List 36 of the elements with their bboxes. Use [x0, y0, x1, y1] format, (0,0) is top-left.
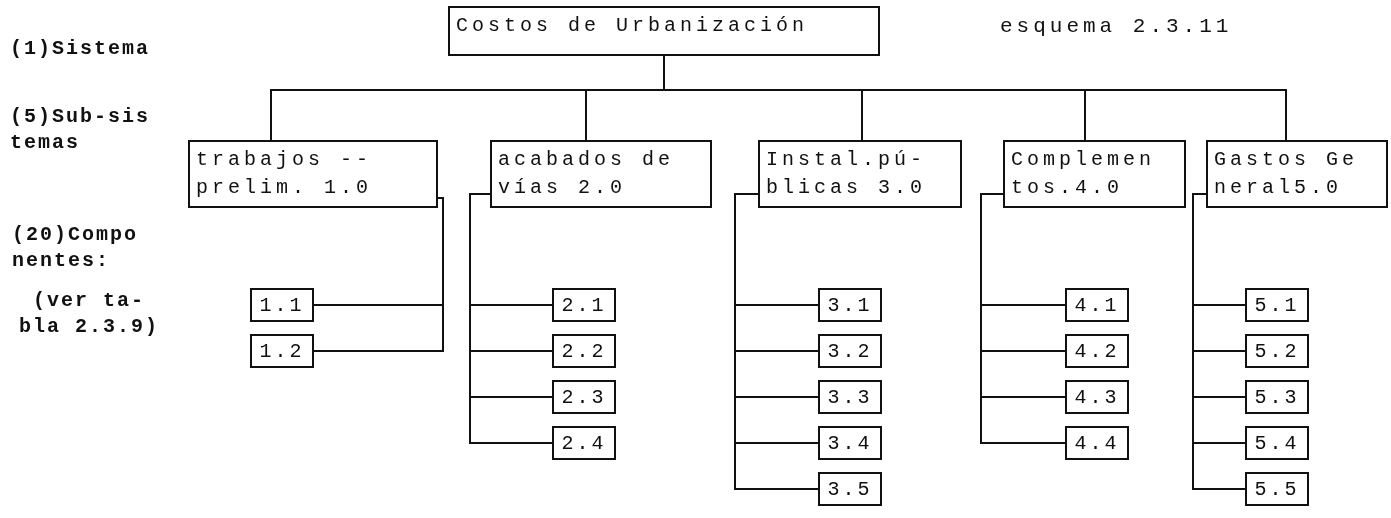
component-box: 2.3 — [552, 380, 616, 414]
component-box: 3.2 — [818, 334, 882, 368]
component-box: 4.2 — [1065, 334, 1129, 368]
connector-line — [469, 193, 553, 444]
component-box: 4.3 — [1065, 380, 1129, 414]
connector-line — [313, 197, 444, 352]
component-box: 1.1 — [250, 288, 314, 322]
component-box: 1.2 — [250, 334, 314, 368]
component-box: 4.1 — [1065, 288, 1129, 322]
system-box: Costos de Urbanización — [448, 6, 880, 56]
note: esquema 2.3.11 — [1000, 14, 1234, 40]
note: (ver ta- bla 2.3.9) — [18, 288, 160, 340]
connector-line — [980, 193, 1066, 444]
level-label: (5)Sub-sis temas — [10, 104, 152, 156]
component-box: 5.3 — [1245, 380, 1309, 414]
component-box: 2.2 — [552, 334, 616, 368]
component-box: 3.5 — [818, 472, 882, 506]
level-label: (20)Compo nentes: — [12, 222, 140, 274]
subsystem-box: Gastos Ge neral5.0 — [1206, 140, 1388, 208]
component-box: 3.1 — [818, 288, 882, 322]
subsystem-box: trabajos -- prelim. 1.0 — [188, 140, 438, 208]
connector-line — [734, 193, 819, 490]
subsystem-box: Instal.pú- blicas 3.0 — [758, 140, 962, 208]
connector-line — [1192, 193, 1246, 490]
subsystem-box: Complemen tos.4.0 — [1003, 140, 1186, 208]
component-box: 2.4 — [552, 426, 616, 460]
component-box: 3.3 — [818, 380, 882, 414]
component-box: 5.5 — [1245, 472, 1309, 506]
component-box: 4.4 — [1065, 426, 1129, 460]
component-box: 5.4 — [1245, 426, 1309, 460]
component-box: 5.2 — [1245, 334, 1309, 368]
level-label: (1)Sistema — [10, 36, 152, 62]
component-box: 2.1 — [552, 288, 616, 322]
component-box: 5.1 — [1245, 288, 1309, 322]
subsystem-box: acabados de vías 2.0 — [490, 140, 712, 208]
component-box: 3.4 — [818, 426, 882, 460]
